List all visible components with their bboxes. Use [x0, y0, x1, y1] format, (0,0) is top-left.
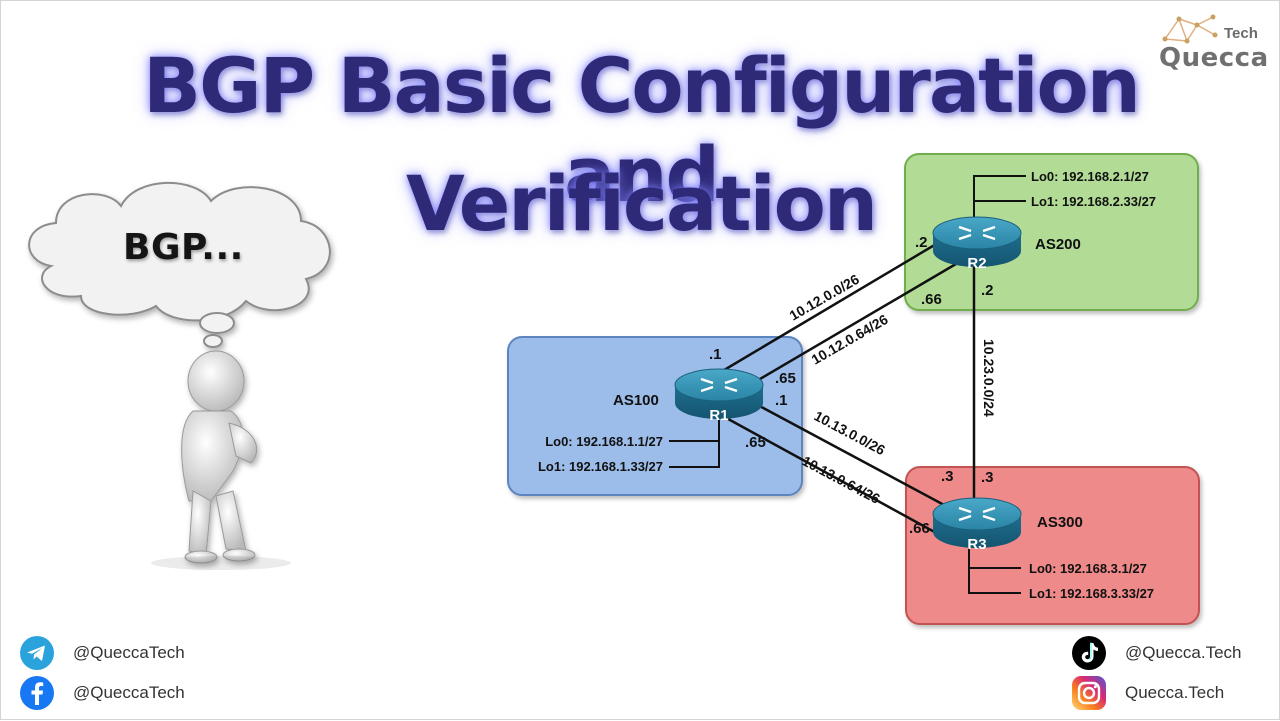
loopback-r3-lo0: Lo0: 192.168.3.1/27 [1029, 561, 1147, 576]
facebook-icon [20, 676, 54, 710]
link-r1-r3-a [740, 394, 960, 515]
page-title-line-2: Verification [406, 159, 878, 248]
link-r1-r2-a [708, 232, 954, 381]
subnet-label-r1-r3-b: 10.13.0.64/26 [800, 453, 883, 507]
loopback-r1-lo1: Lo1: 192.168.1.33/27 [538, 459, 663, 474]
iface-r1-a: .1 [709, 346, 722, 363]
subnet-label-r1-r2-b: 10.12.0.64/26 [809, 311, 891, 368]
loopback-lines-r3 [968, 541, 1021, 594]
loopback-lines-r2 [973, 175, 1026, 226]
thought-cloud [28, 181, 331, 348]
iface-r2-a: .2 [915, 234, 928, 251]
iface-r1-b: .65 [775, 370, 796, 387]
iface-r3-c: .3 [981, 469, 994, 486]
logo-brand-name: Quecca [1159, 43, 1269, 73]
loopback-r2-lo0: Lo0: 192.168.2.1/27 [1031, 169, 1149, 184]
router-r3-icon [932, 497, 1022, 548]
instagram-icon [1072, 676, 1106, 710]
subnet-label-r2-r3: 10.23.0.0/24 [981, 339, 997, 417]
logo-tech-text: Tech [1224, 25, 1258, 42]
link-r1-r2-b [742, 259, 962, 391]
link-r1-r3-b [718, 412, 952, 543]
telegram-icon [20, 636, 54, 670]
subnet-label-r1-r3-a: 10.13.0.0/26 [812, 408, 888, 459]
iface-r2-c: .2 [981, 282, 994, 299]
router-r2-icon [932, 216, 1022, 267]
tiktok-icon [1072, 636, 1106, 670]
zone-as200 [904, 153, 1199, 311]
router-label-r2: R2 [967, 255, 986, 272]
router-label-r1: R1 [709, 407, 728, 424]
social-instagram-handle: Quecca.Tech [1125, 683, 1225, 702]
loopback-lines-r1 [669, 406, 720, 468]
router-label-r3: R3 [967, 536, 986, 553]
page-title-line-1: BGP Basic Configuration and [143, 41, 1141, 219]
zone-label-as300: AS300 [1037, 514, 1083, 531]
iface-r1-c: .1 [775, 392, 788, 409]
loopback-r2-lo1: Lo1: 192.168.2.33/27 [1031, 194, 1156, 209]
social-telegram[interactable]: @QueccaTech [19, 635, 185, 671]
thought-bubble-text: BGP... [123, 227, 244, 268]
thinking-figure [181, 350, 258, 564]
social-facebook-handle: @QueccaTech [73, 683, 185, 702]
social-tiktok[interactable]: @Quecca.Tech [1071, 635, 1241, 671]
social-tiktok-handle: @Quecca.Tech [1125, 643, 1242, 662]
social-telegram-handle: @QueccaTech [73, 643, 185, 662]
router-r1-icon [674, 368, 764, 419]
iface-r3-a: .3 [941, 468, 954, 485]
loopback-r1-lo0: Lo0: 192.168.1.1/27 [545, 434, 663, 449]
loopback-r3-lo1: Lo1: 192.168.3.33/27 [1029, 586, 1154, 601]
iface-r3-b: .66 [909, 520, 930, 537]
zone-label-as200: AS200 [1035, 236, 1081, 253]
zone-label-as100: AS100 [613, 392, 659, 409]
social-facebook[interactable]: @QueccaTech [19, 675, 185, 711]
network-logo-icon [1162, 14, 1218, 44]
subnet-label-r1-r2-a: 10.12.0.0/26 [787, 271, 863, 324]
thinking-figure-illustration [28, 181, 331, 570]
social-instagram[interactable]: Quecca.Tech [1071, 675, 1224, 711]
iface-r1-d: .65 [745, 434, 766, 451]
iface-r2-b: .66 [921, 291, 942, 308]
